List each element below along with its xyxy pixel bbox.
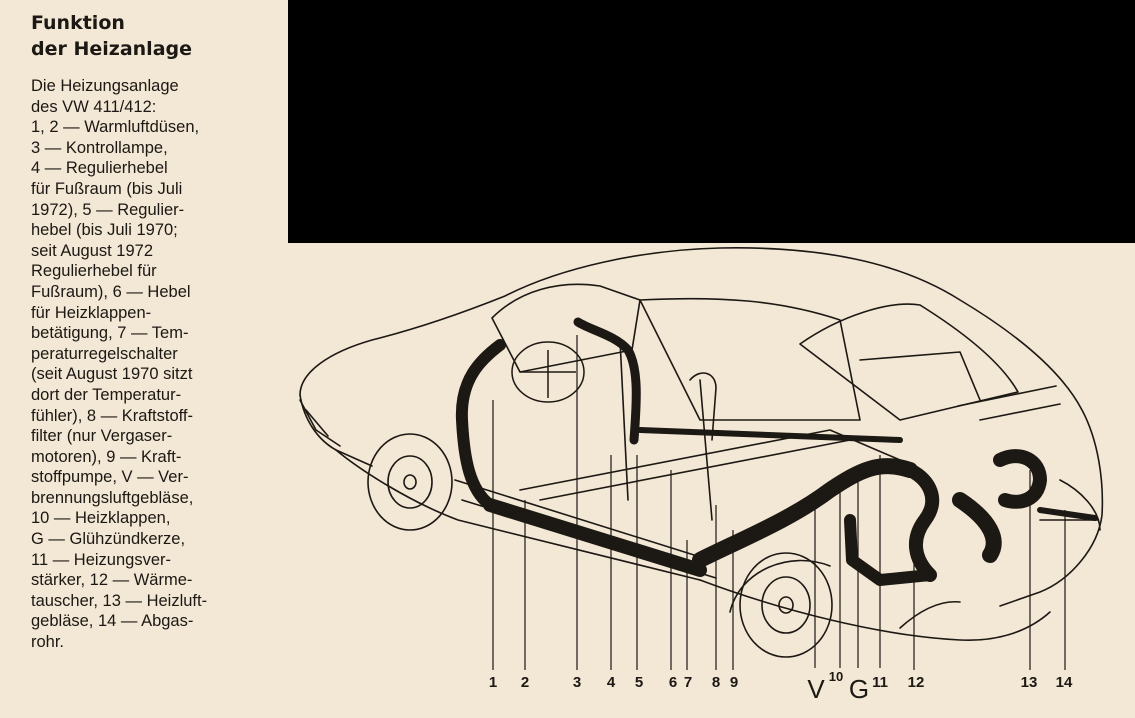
callout-8: 8: [712, 674, 720, 691]
heating-ducts: [455, 317, 1098, 586]
caption-line: stoffpumpe, V — Ver-: [31, 468, 189, 487]
car-diagram: 1 2 3 4 5 6 7 8 9 V 10 G 11 12 13 14: [288, 243, 1135, 718]
caption-line: filter (nur Vergaser-: [31, 427, 173, 446]
caption-text: Die Heizungsanlage des VW 411/412: 1, 2 …: [31, 76, 256, 653]
callout-2: 2: [521, 674, 529, 691]
steering-wheel: [511, 341, 585, 403]
caption-line: für Fußraum (bis Juli: [31, 179, 183, 198]
caption-line: motoren), 9 — Kraft-: [31, 447, 182, 466]
caption-line: 4 — Regulierhebel: [31, 159, 168, 178]
caption-line: (seit August 1970 sitzt: [31, 365, 193, 384]
caption-line: G — Glühzündkerze,: [31, 530, 186, 549]
caption-line: stärker, 12 — Wärme-: [31, 571, 193, 590]
callout-13: 13: [1021, 674, 1038, 691]
caption-line: peraturregelschalter: [31, 344, 178, 363]
callout-5: 5: [635, 674, 643, 691]
caption-line: fühler), 8 — Kraftstoff-: [31, 406, 194, 425]
caption-line: gebläse, 14 — Abgas-: [31, 612, 194, 631]
caption-line: dort der Temperatur-: [31, 385, 182, 404]
caption-line: 1, 2 — Warmluftdüsen,: [31, 118, 200, 137]
callout-labels: 1 2 3 4 5 6 7 8 9 V 10 G 11 12 13 14: [489, 669, 1073, 704]
heading-line-2: der Heizanlage: [31, 38, 192, 60]
car-body-outline: [299, 247, 1104, 641]
caption-line: rohr.: [31, 633, 65, 652]
callout-4: 4: [607, 674, 616, 691]
caption-line: tauscher, 13 — Heizluft-: [31, 591, 208, 610]
callout-3: 3: [573, 674, 581, 691]
caption-line: betätigung, 7 — Tem-: [31, 324, 189, 343]
callout-6: 6: [669, 674, 677, 691]
caption-line: 11 — Heizungsver-: [31, 550, 172, 569]
caption-line: für Heizklappen-: [31, 303, 152, 322]
callout-12: 12: [908, 674, 925, 691]
caption-line: hebel (bis Juli 1970;: [31, 221, 178, 240]
caption-line: 10 — Heizklappen,: [31, 509, 171, 528]
callout-10: 10: [829, 669, 843, 684]
front-wheel: [367, 433, 453, 531]
callout-7: 7: [684, 674, 692, 691]
caption-line: brennungsluftgebläse,: [31, 488, 194, 507]
callout-1: 1: [489, 674, 497, 691]
caption-line: 3 — Kontrollampe,: [31, 138, 168, 157]
car-cutaway-illustration: 1 2 3 4 5 6 7 8 9 V 10 G 11 12 13 14: [299, 247, 1104, 704]
callout-leaders: [492, 335, 1066, 670]
callout-G: G: [849, 674, 869, 704]
caption-line: des VW 411/412:: [31, 97, 157, 116]
callout-9: 9: [730, 674, 738, 691]
caption-line: seit August 1972: [31, 241, 154, 260]
caption-line: Regulierhebel für: [31, 262, 157, 281]
heading-line-1: Funktion: [31, 12, 125, 34]
callout-V: V: [807, 674, 825, 704]
redaction-block: [288, 0, 1135, 243]
caption-line: Fußraum), 6 — Hebel: [31, 282, 191, 301]
caption-line: 1972), 5 — Regulier-: [31, 200, 185, 219]
callout-11: 11: [872, 674, 888, 691]
callout-14: 14: [1056, 674, 1073, 691]
rear-wheel: [739, 552, 833, 658]
heading: Funktion der Heizanlage: [31, 10, 192, 62]
caption-line: Die Heizungsanlage: [31, 77, 179, 95]
